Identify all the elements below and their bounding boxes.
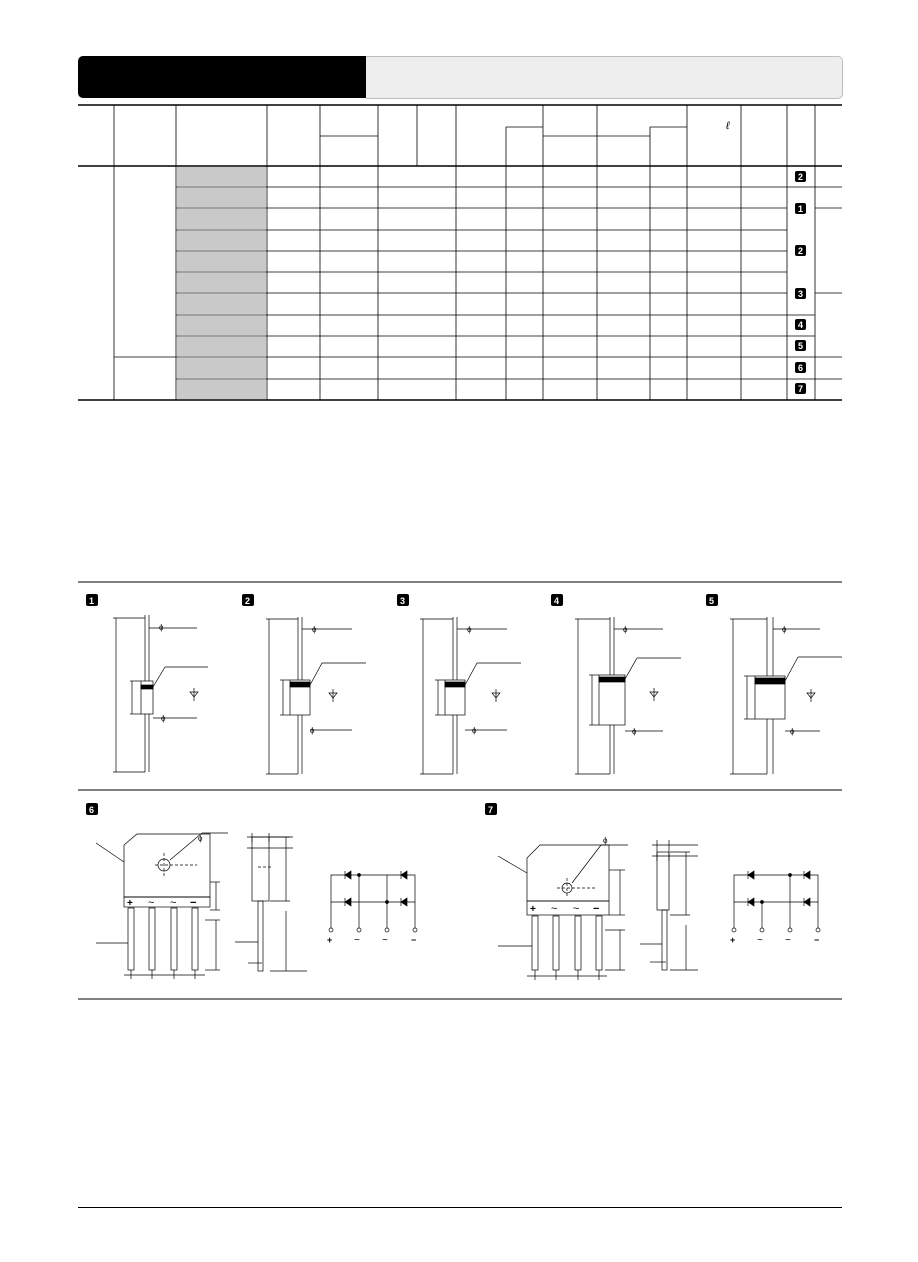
pin-label: ~	[573, 903, 579, 915]
outline-ref-badge: 4	[798, 320, 803, 330]
phi-symbol: ϕ	[161, 714, 166, 723]
outline-label: 4	[554, 596, 559, 606]
pin-label: −	[814, 935, 819, 945]
outline-ref-badge: 6	[798, 363, 803, 373]
pin-label: +	[530, 904, 536, 915]
outline-ref-badge: 5	[798, 341, 803, 351]
pin-label: ~	[551, 903, 557, 915]
outline-label: 1	[89, 596, 94, 606]
phi-symbol: ϕ	[310, 726, 315, 735]
phi-symbol: ϕ	[467, 625, 472, 634]
bridge-rectifier-outline-6	[95, 832, 416, 979]
outline-drawings: 1 2 3 4 5 6 7 ϕ ϕ ϕ ϕ	[78, 581, 842, 1000]
axial-diode-outline-4	[575, 617, 681, 775]
phi-symbol: ϕ	[632, 727, 637, 736]
axial-diode-outline-1	[113, 615, 208, 773]
phi-symbol: ϕ	[603, 836, 608, 845]
outline-ref-badge: 3	[798, 289, 803, 299]
outline-label: 6	[89, 805, 94, 815]
outline-ref-badge: 7	[798, 384, 803, 394]
pin-label: +	[730, 935, 735, 945]
pin-label: ~	[785, 935, 791, 946]
length-symbol: ℓ	[725, 120, 730, 132]
section-header-bar	[78, 56, 366, 98]
pin-label: +	[327, 935, 332, 945]
pin-label: ~	[757, 935, 763, 946]
outline-ref-badge: 1	[798, 204, 803, 214]
phi-symbol: ϕ	[623, 625, 628, 634]
spec-table: ℓ 2 1 2 3 4 5 6 7	[78, 104, 842, 401]
phi-symbol: ϕ	[159, 623, 164, 632]
footer-rule	[78, 1207, 842, 1208]
pin-label: −	[593, 903, 599, 915]
pin-label: ~	[148, 897, 154, 909]
phi-symbol: ϕ	[198, 834, 203, 843]
outline-label: 2	[245, 596, 250, 606]
outline-ref-badge: 2	[798, 246, 803, 256]
pin-label: +	[127, 898, 133, 909]
axial-diode-outline-3	[420, 617, 521, 775]
pin-label: ~	[170, 897, 176, 909]
axial-diode-outline-2	[266, 617, 366, 775]
outline-label: 3	[400, 596, 405, 606]
pin-label: −	[190, 897, 196, 909]
pin-label: ~	[382, 935, 388, 946]
pin-label: −	[411, 935, 416, 945]
axial-diode-outline-5	[730, 617, 842, 775]
phi-symbol: ϕ	[312, 625, 317, 634]
outline-label: 5	[709, 596, 714, 606]
pin-label: ~	[354, 935, 360, 946]
bridge-rectifier-outline-7	[497, 840, 819, 980]
section-header-panel	[366, 56, 843, 99]
outline-ref-badge: 2	[798, 172, 803, 182]
phi-symbol: ϕ	[790, 727, 795, 736]
outline-label: 7	[488, 805, 493, 815]
phi-symbol: ϕ	[472, 726, 477, 735]
phi-symbol: ϕ	[782, 625, 787, 634]
